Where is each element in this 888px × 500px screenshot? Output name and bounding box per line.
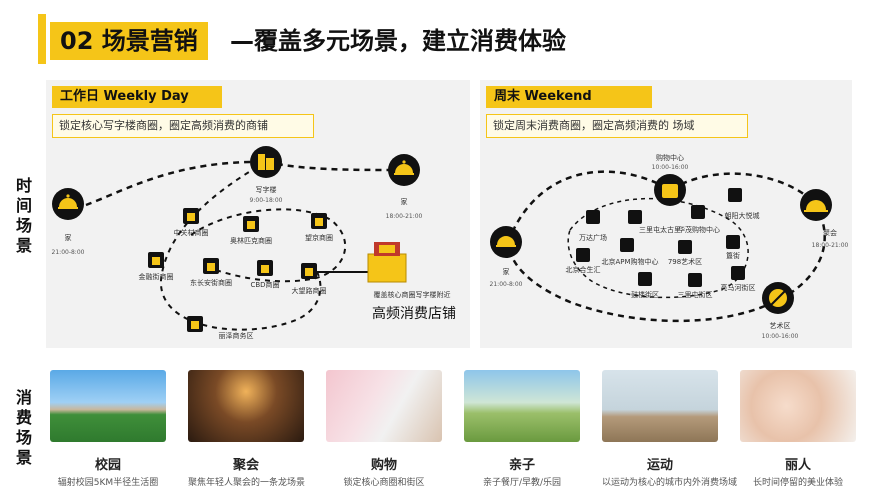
home-right-label: 家	[401, 197, 408, 206]
scene-desc: 聚焦年轻人聚会的一条龙场景	[188, 478, 306, 488]
place-label: 三里屯太古里	[639, 225, 681, 234]
scene-card-campus: 校园 辐射校园5KM半径生活圈	[50, 370, 166, 488]
weekday-subtitle: 锁定核心写字楼商圈，圈定高频消费的商铺	[52, 114, 314, 138]
district-label: 东长安街商圈	[190, 278, 232, 287]
district-label: 大望路商圈	[292, 286, 327, 295]
consume-scene-label: 消费 场景	[15, 388, 32, 467]
place-label: 簋街	[726, 251, 740, 260]
sports-photo	[602, 370, 718, 442]
place-label: 北京APM购物中心	[601, 257, 658, 266]
beauty-photo	[740, 370, 856, 442]
district-label: 丽泽商务区	[219, 331, 254, 340]
scene-card-beauty: 丽人 长时间停留的美业体验	[740, 370, 856, 488]
place-label: 朝阳大悦城	[725, 211, 760, 220]
time-scene-label: 时间 场景	[15, 176, 32, 255]
store-label: 高频消费店铺	[372, 305, 456, 322]
home-left-time: 21:00-8:00	[52, 249, 85, 256]
scene-card-party: 聚会 聚焦年轻人聚会的一条龙场景	[188, 370, 306, 488]
scene-card-sports: 运动 以运动为核心的城市内外消费场域	[602, 370, 738, 488]
title-accent-bar	[38, 14, 46, 64]
office-label: 写字楼	[256, 185, 277, 194]
home-right-node	[388, 154, 420, 186]
weekend-route-diagram: 购物中心 10:00-16:00 家 21:00-8:00 聚会 18:00-2…	[490, 153, 849, 340]
home-label: 家	[503, 267, 510, 276]
scene-title: 购物	[370, 458, 397, 473]
district-label: 望京商圈	[305, 233, 333, 242]
campus-photo	[50, 370, 166, 442]
place-label: 亮马河街区	[721, 283, 756, 292]
scene-title: 丽人	[784, 458, 811, 473]
place-label: 鼓楼街区	[631, 290, 659, 299]
scene-desc: 长时间停留的美业体验	[752, 478, 843, 488]
weekend-panel: 周末 Weekend 锁定周末消费商圈，圈定高频消费的 场域	[480, 80, 852, 348]
mall-node	[654, 174, 686, 206]
home-node	[490, 226, 522, 258]
party-photo	[188, 370, 304, 442]
place-label: 华茂购物中心	[678, 225, 720, 234]
office-time: 9:00-18:00	[250, 197, 283, 204]
place-label: 三里屯街区	[678, 290, 713, 299]
mall-label: 购物中心	[656, 153, 684, 162]
weekend-title: 周末 Weekend	[486, 86, 652, 108]
district-label: CBD商圈	[250, 280, 279, 289]
scene-desc: 以运动为核心的城市内外消费场域	[602, 478, 738, 488]
store-icon	[367, 242, 407, 283]
gathering-node	[800, 189, 832, 221]
weekday-title: 工作日 Weekly Day	[52, 86, 222, 108]
scene-card-shopping: 购物 锁定核心商圈和街区	[326, 370, 442, 488]
family-photo	[464, 370, 580, 442]
weekend-subtitle: 锁定周末消费商圈，圈定高频消费的 场域	[486, 114, 748, 138]
mall-time: 10:00-16:00	[652, 164, 689, 171]
scene-title: 校园	[94, 458, 121, 473]
district-label: 中关村商圈	[174, 228, 209, 237]
district-label: 金融街商圈	[139, 272, 174, 281]
home-right-time: 18:00-21:00	[386, 213, 423, 220]
weekday-route-diagram: 家 21:00-8:00 写字楼 9:00-18:00 家 18:00-21:0…	[52, 146, 456, 340]
scene-card-family: 亲子 亲子餐厅/早教/乐园	[464, 370, 580, 488]
home-left-node	[52, 188, 84, 220]
store-note: 覆盖核心商圈写字楼附近	[374, 290, 451, 299]
scene-desc: 辐射校园5KM半径生活圈	[57, 478, 159, 488]
place-label: 万达广场	[579, 233, 607, 242]
section-number-chip: 02 场景营销	[50, 22, 208, 60]
scene-desc: 亲子餐厅/早教/乐园	[482, 478, 562, 488]
home-time: 21:00-8:00	[490, 281, 523, 288]
shopping-photo	[326, 370, 442, 442]
place-label: 798艺术区	[668, 257, 702, 266]
art-node	[762, 282, 794, 314]
gathering-time: 18:00-21:00	[812, 242, 849, 249]
scene-desc: 锁定核心商圈和街区	[343, 478, 425, 488]
scene-title: 亲子	[508, 458, 535, 473]
home-left-label: 家	[65, 233, 72, 242]
place-label: 北京合生汇	[566, 265, 601, 274]
scene-title: 聚会	[232, 458, 259, 473]
scene-title: 运动	[646, 458, 673, 473]
page-title: —覆盖多元场景，建立消费体验	[230, 27, 566, 55]
district-label: 奥林匹克商圈	[230, 236, 272, 245]
gathering-label: 聚会	[823, 228, 837, 237]
art-label: 艺术区	[770, 321, 791, 330]
weekday-panel: 工作日 Weekly Day 锁定核心写字楼商圈，圈定高频消费的商铺	[46, 80, 470, 348]
art-time: 10:00-16:00	[762, 333, 799, 340]
office-node	[250, 146, 282, 178]
